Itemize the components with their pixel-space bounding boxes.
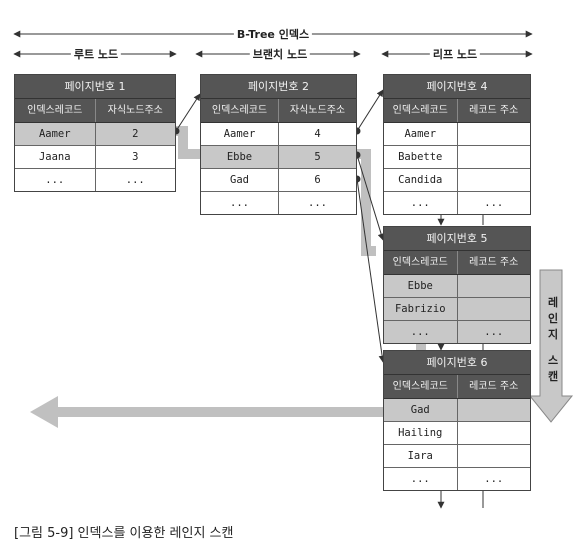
row-key: Aamer (15, 123, 96, 145)
row-key: ... (384, 192, 458, 214)
leaf6-columns: 인덱스레코드 레코드 주소 (384, 375, 530, 399)
row-value (457, 275, 530, 297)
column-header-key: 인덱스레코드 (201, 99, 279, 122)
root-node-title: 페이지번호 1 (15, 75, 175, 99)
row-key: ... (384, 321, 458, 343)
scan-label-4: 스 (547, 354, 559, 367)
table-row: Iara (384, 445, 530, 468)
column-header-addr: 레코드 주소 (469, 257, 519, 268)
row-key: Babette (384, 146, 458, 168)
row-value: ... (484, 197, 504, 209)
row-value: ... (457, 321, 530, 343)
row-value: ... (308, 197, 327, 209)
table-row: Candida (384, 169, 530, 192)
leaf4-title: 페이지번호 4 (384, 75, 530, 99)
scan-arrow (528, 269, 574, 423)
row-key: Aamer (384, 123, 458, 145)
column-header-addr: 자식노드주소 (289, 105, 346, 116)
figure-caption: [그림 5-9] 인덱스를 이용한 레인지 스캔 (14, 526, 234, 541)
row-key: Hailing (384, 422, 458, 444)
table-row: ...... (15, 169, 175, 191)
row-key: Iara (384, 445, 458, 467)
column-header-key: 인덱스레코드 (384, 375, 458, 398)
leaf-node-5: 페이지번호 5 인덱스레코드 레코드 주소 Ebbe Fabrizio ....… (383, 226, 531, 344)
pointer-branch-leaf6 (356, 178, 386, 363)
leaf-section-label: 리프 노드 (429, 46, 481, 62)
column-header-key: 인덱스레코드 (384, 99, 458, 122)
leaf-node-4: 페이지번호 4 인덱스레코드 레코드 주소 Aamer Babette Cand… (383, 74, 531, 215)
row-key: ... (201, 192, 279, 214)
row-key: Ebbe (201, 146, 279, 168)
column-header-addr: 자식노드주소 (107, 105, 163, 116)
pointer-branch-leaf5 (356, 154, 385, 241)
table-row: Gad (384, 399, 530, 422)
table-row: Gad 6 (201, 169, 356, 192)
leaf5-columns: 인덱스레코드 레코드 주소 (384, 251, 530, 275)
row-key: Candida (384, 169, 458, 191)
row-value: 2 (95, 123, 175, 145)
branch-node-columns: 인덱스레코드 자식노드주소 (201, 99, 356, 123)
scan-label-5: 캔 (547, 370, 559, 383)
row-key: Gad (201, 169, 279, 191)
table-row: Hailing (384, 422, 530, 445)
table-row: Babette (384, 146, 530, 169)
row-value: ... (125, 174, 145, 186)
table-row: Aamer 4 (201, 123, 356, 146)
row-key: Fabrizio (384, 298, 458, 320)
row-value (458, 445, 531, 467)
branch-node-title: 페이지번호 2 (201, 75, 356, 99)
row-key: Gad (384, 399, 458, 421)
row-key: ... (384, 468, 458, 490)
column-header-key: 인덱스레코드 (384, 251, 458, 274)
table-row: ...... (384, 468, 530, 490)
row-value (458, 422, 531, 444)
pointer-branch-leaf4 (356, 89, 384, 132)
leaf-node-6: 페이지번호 6 인덱스레코드 레코드 주소 Gad Hailing Iara .… (383, 350, 531, 491)
leaf6-title: 페이지번호 6 (384, 351, 530, 375)
table-row: Fabrizio (384, 298, 530, 321)
row-value (458, 169, 531, 191)
scan-label-1: 레 (547, 296, 559, 309)
row-key: Aamer (201, 123, 279, 145)
column-header-key: 인덱스레코드 (15, 99, 96, 122)
row-value: 4 (314, 128, 321, 140)
row-value: ... (484, 473, 504, 485)
table-row: ...... (384, 321, 530, 343)
leaf4-columns: 인덱스레코드 레코드 주소 (384, 99, 530, 123)
table-row: ...... (384, 192, 530, 214)
row-value: 3 (132, 151, 139, 163)
row-key: Ebbe (384, 275, 458, 297)
root-section-label: 루트 노드 (70, 46, 122, 62)
table-row: Jaana 3 (15, 146, 175, 169)
btree-title: B-Tree 인덱스 (233, 26, 313, 42)
return-arrow-head (30, 396, 58, 428)
row-value (457, 399, 530, 421)
column-header-addr: 레코드 주소 (469, 381, 519, 392)
row-value (457, 298, 530, 320)
table-row: Aamer (384, 123, 530, 146)
branch-section-label: 브랜치 노드 (249, 46, 311, 62)
row-value: 5 (279, 146, 356, 168)
pointer-root-branch (175, 93, 201, 132)
column-header-addr: 레코드 주소 (469, 105, 519, 116)
scan-label-2: 인 (547, 312, 559, 325)
leaf5-title: 페이지번호 5 (384, 227, 530, 251)
row-key: Jaana (15, 146, 96, 168)
row-value (458, 123, 531, 145)
table-row: Ebbe (384, 275, 530, 298)
row-value (458, 146, 531, 168)
root-node-columns: 인덱스레코드 자식노드주소 (15, 99, 175, 123)
scan-label-3: 지 (547, 328, 559, 341)
row-key: ... (15, 169, 96, 191)
row-value: 6 (314, 174, 321, 186)
table-row: ...... (201, 192, 356, 214)
